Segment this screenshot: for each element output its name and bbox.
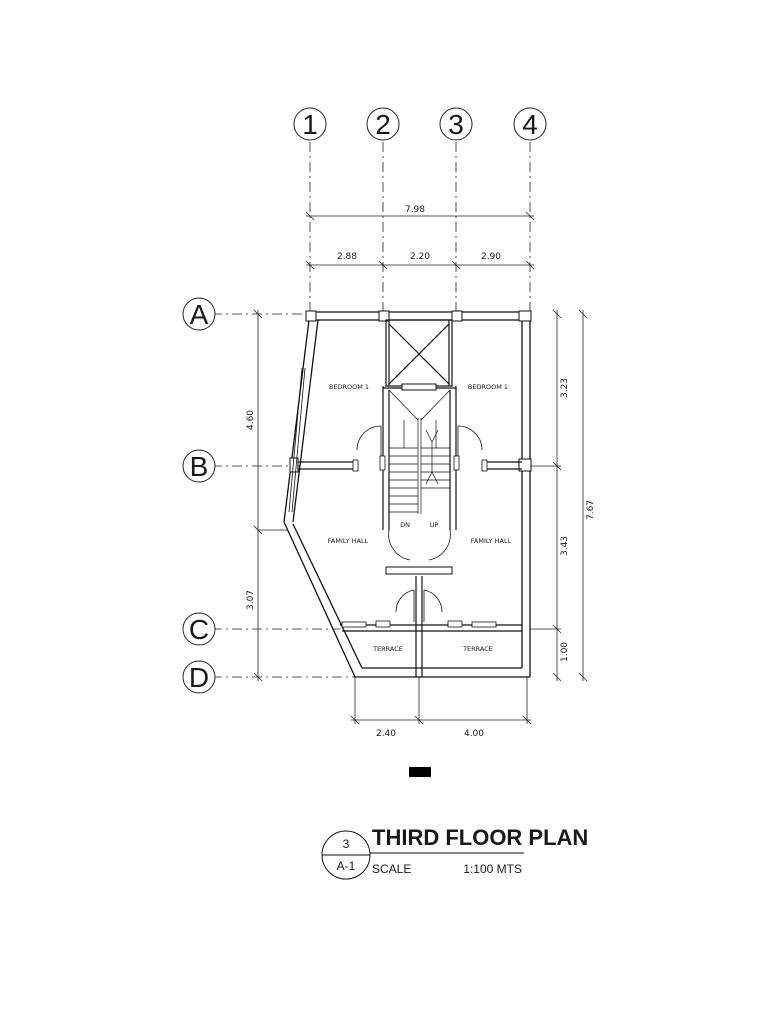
- svg-text:D: D: [189, 662, 209, 693]
- dim-top-span-2: 2.20: [410, 252, 430, 262]
- left-window: [288, 367, 306, 513]
- room-label-terrace-right: TERRACE: [462, 645, 493, 653]
- row-bubble-d: D: [182, 660, 216, 694]
- dim-right-overall: 7.67: [586, 500, 596, 520]
- row-grid-lines: [212, 313, 356, 678]
- row-bubble-c: C: [182, 612, 216, 646]
- row-bubble-b: B: [182, 449, 216, 483]
- scale-value: 1:100 MTS: [463, 862, 522, 876]
- svg-text:A: A: [190, 299, 209, 330]
- svg-text:4: 4: [522, 109, 538, 140]
- column-grid-lines: [309, 142, 531, 318]
- bottom-dimension-lines: [350, 677, 532, 725]
- left-dimension-lines: [253, 309, 287, 682]
- room-label-family-hall-left: FAMILY HALL: [328, 537, 369, 545]
- scale-label: SCALE: [372, 862, 411, 876]
- svg-text:3: 3: [448, 109, 464, 140]
- room-label-family-hall-right: FAMILY HALL: [471, 537, 512, 545]
- column-bubble-3: 3: [439, 107, 473, 141]
- svg-text:2: 2: [375, 109, 391, 140]
- svg-text:B: B: [190, 451, 209, 482]
- room-label-bedroom-left: BEDROOM 1: [329, 383, 369, 391]
- scale-marker-block: [409, 767, 431, 777]
- sheet-number: A-1: [337, 859, 356, 873]
- dim-left-upper: 4.60: [246, 410, 256, 430]
- title-block: 3 A-1 THIRD FLOOR PLAN SCALE 1:100 MTS: [321, 825, 588, 880]
- svg-text:C: C: [189, 614, 209, 645]
- stair-down-label: DN: [400, 521, 410, 529]
- dim-right-span-2: 3.43: [560, 536, 570, 556]
- dim-top-overall: 7.98: [405, 205, 425, 215]
- right-dimension-lines: [530, 309, 588, 682]
- dim-bottom-span-1: 2.40: [376, 729, 396, 739]
- staircase: [388, 389, 451, 514]
- dim-left-lower: 3.07: [246, 590, 256, 610]
- shaft-beam: [385, 383, 453, 575]
- svg-text:1: 1: [302, 109, 318, 140]
- terrace-windows: [341, 620, 497, 628]
- dim-right-span-3: 1.00: [560, 642, 570, 662]
- exterior-walls: [283, 311, 531, 678]
- column-bubble-1: 1: [293, 107, 327, 141]
- drawing-title: THIRD FLOOR PLAN: [372, 825, 588, 850]
- column-bubble-4: 4: [513, 107, 547, 141]
- dim-top-span-1: 2.88: [337, 252, 357, 262]
- dim-bottom-span-2: 4.00: [464, 729, 484, 739]
- dim-top-span-3: 2.90: [481, 252, 501, 262]
- door-frames: [352, 455, 488, 472]
- room-label-bedroom-right: BEDROOM 1: [468, 383, 508, 391]
- column-bubble-2: 2: [366, 107, 400, 141]
- stair-up-label: UP: [430, 521, 439, 529]
- row-bubble-a: A: [182, 297, 216, 331]
- top-dimension-lines: [305, 211, 535, 270]
- dim-right-span-1: 3.23: [560, 378, 570, 398]
- drawing-number: 3: [343, 837, 350, 851]
- doors: [356, 425, 483, 622]
- room-label-terrace-left: TERRACE: [372, 645, 403, 653]
